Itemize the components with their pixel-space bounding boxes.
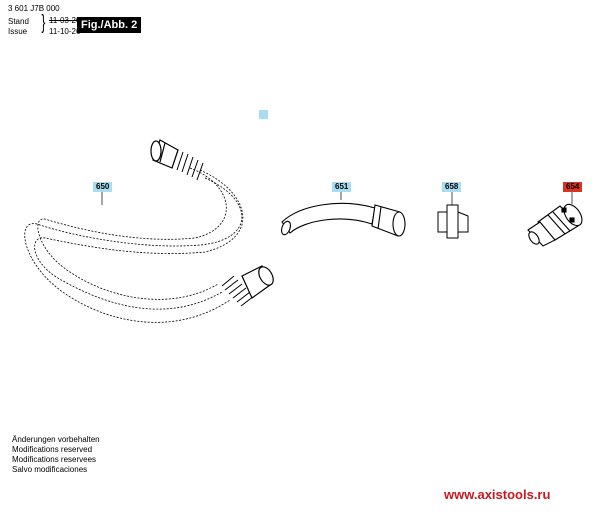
part-label-658[interactable]: 658 bbox=[442, 182, 462, 192]
bend-651-drawing bbox=[280, 202, 406, 237]
part-label-654[interactable]: 654 bbox=[563, 182, 583, 192]
stand-label: Stand bbox=[8, 17, 29, 26]
note-fr: Modifications reservees bbox=[12, 455, 97, 464]
hose-inner-line bbox=[34, 169, 244, 310]
note-en: Modifications reserved bbox=[12, 445, 93, 454]
modification-notes: Änderungen vorbehalten Modifications res… bbox=[12, 435, 100, 475]
leader-lines bbox=[101, 192, 573, 205]
marker-square bbox=[259, 110, 268, 119]
document-number: 3 601 J7B 000 bbox=[8, 4, 60, 13]
hose-mid-line bbox=[37, 167, 227, 300]
figure-label: Fig./Abb. 2 bbox=[77, 17, 142, 33]
hose-cuff-top bbox=[150, 139, 179, 169]
part-label-650[interactable]: 650 bbox=[93, 182, 113, 192]
website-link[interactable]: www.axistools.ru bbox=[444, 487, 551, 502]
note-de: Änderungen vorbehalten bbox=[12, 435, 100, 444]
hose-cuff-bottom bbox=[241, 265, 274, 299]
stand-date: 11-03-20 bbox=[49, 16, 81, 25]
part-label-651[interactable]: 651 bbox=[332, 182, 352, 192]
clip-658-drawing bbox=[437, 204, 469, 239]
adapter-654-drawing bbox=[527, 203, 583, 247]
hose-650-drawing bbox=[24, 139, 274, 323]
hose-outer-line bbox=[24, 177, 243, 323]
issue-date: 11-10-26 bbox=[49, 27, 81, 36]
issue-label: Issue bbox=[8, 27, 28, 36]
note-es: Salvo modificaciones bbox=[12, 465, 88, 474]
hose-corrugation-top bbox=[171, 149, 204, 181]
brace-glyph: } bbox=[41, 12, 46, 34]
